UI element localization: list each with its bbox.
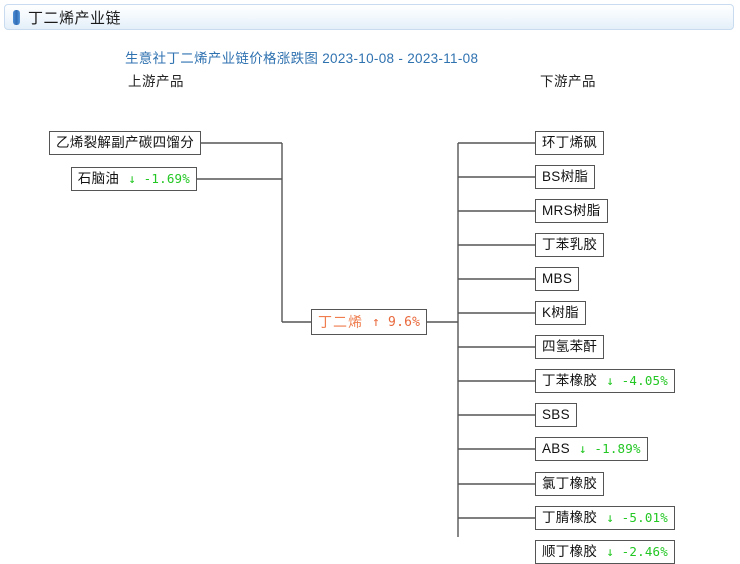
price-down-change: ↓ -2.46% xyxy=(606,543,669,559)
node-label: MRS树脂 xyxy=(542,203,601,219)
node-label: 石脑油 xyxy=(77,171,120,187)
node-label: 丁苯乳胶 xyxy=(542,237,598,253)
node-downstream-12[interactable]: 丁腈橡胶 ↓ -5.01% xyxy=(535,506,676,530)
node-label: MBS xyxy=(542,271,573,287)
node-downstream-1[interactable]: 环丁烯砜 xyxy=(535,131,605,155)
node-downstream-7[interactable]: 四氢苯酐 xyxy=(535,335,605,359)
node-downstream-2[interactable]: BS树脂 xyxy=(535,165,596,189)
node-downstream-8[interactable]: 丁苯橡胶 ↓ -4.05% xyxy=(535,369,676,393)
chart-title: 生意社丁二烯产业链价格涨跌图 2023-10-08 - 2023-11-08 xyxy=(125,51,479,66)
downstream-column-label: 下游产品 xyxy=(540,74,596,89)
node-upstream-1[interactable]: 乙烯裂解副产碳四馏分 xyxy=(49,131,201,155)
node-label: 四氢苯酐 xyxy=(542,339,598,355)
page-title: 丁二烯产业链 xyxy=(28,9,122,27)
node-label: 乙烯裂解副产碳四馏分 xyxy=(56,135,194,151)
page-header-bar: 丁二烯产业链 xyxy=(4,4,734,30)
node-downstream-4[interactable]: 丁苯乳胶 xyxy=(535,233,605,257)
node-label: K树脂 xyxy=(542,305,579,321)
price-down-change: ↓ -4.05% xyxy=(606,372,669,388)
header-accent-marker-icon xyxy=(13,9,20,25)
node-label: ABS xyxy=(542,441,570,457)
node-butadiene-center[interactable]: 丁二烯 ↑ 9.6% xyxy=(311,309,428,335)
node-downstream-5[interactable]: MBS xyxy=(535,267,580,291)
node-downstream-9[interactable]: SBS xyxy=(535,403,577,427)
node-downstream-6[interactable]: K树脂 xyxy=(535,301,586,325)
node-label: 环丁烯砜 xyxy=(542,135,598,151)
node-downstream-11[interactable]: 氯丁橡胶 xyxy=(535,472,605,496)
price-up-change: ↑ 9.6% xyxy=(372,314,421,330)
node-downstream-13[interactable]: 顺丁橡胶 ↓ -2.46% xyxy=(535,540,676,564)
price-down-change: ↓ -1.89% xyxy=(578,440,641,456)
node-downstream-3[interactable]: MRS树脂 xyxy=(535,199,608,223)
node-label: 丁二烯 xyxy=(318,314,363,330)
price-down-change: ↓ -1.69% xyxy=(128,170,190,186)
node-label: 丁苯橡胶 xyxy=(542,373,598,389)
node-label: BS树脂 xyxy=(542,169,589,185)
industry-chain-diagram: 生意社丁二烯产业链价格涨跌图 2023-10-08 - 2023-11-08 上… xyxy=(0,30,740,564)
node-label: 顺丁橡胶 xyxy=(542,544,598,560)
node-label: 氯丁橡胶 xyxy=(542,476,598,492)
node-label: SBS xyxy=(542,407,570,423)
price-down-change: ↓ -5.01% xyxy=(606,509,669,525)
node-label: 丁腈橡胶 xyxy=(542,510,598,526)
node-upstream-2[interactable]: 石脑油 ↓ -1.69% xyxy=(70,167,197,191)
node-downstream-10[interactable]: ABS ↓ -1.89% xyxy=(535,437,648,461)
upstream-column-label: 上游产品 xyxy=(128,74,184,89)
